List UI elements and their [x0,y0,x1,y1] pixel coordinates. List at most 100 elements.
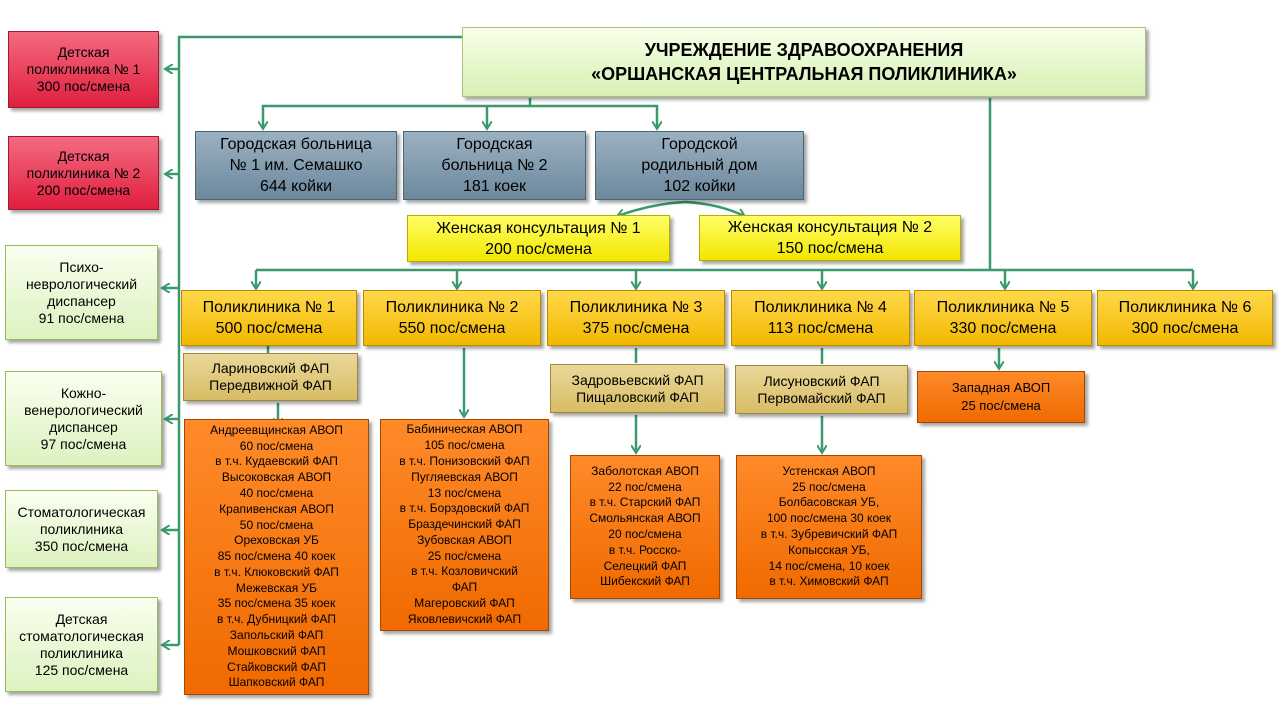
consultation-box-2: Женская консультация № 2 150 пос/смена [699,215,961,261]
consultation-box-1: Женская консультация № 1 200 пос/смена [407,215,670,262]
side-box-line: 350 пос/смена [34,537,129,554]
unit-line: 14 пос/смена, 10 коек [768,558,890,573]
unit-line: в т.ч. Кудаевский ФАП [215,454,338,469]
side-box-line: Детская [57,147,110,164]
polyclinic-box-6: Поликлиника № 6 300 пос/смена [1097,290,1273,346]
unit-line: в т.ч. Старский ФАП [589,495,701,510]
side-box-line: диспансер [47,292,116,309]
hospital-line: Городской [661,136,738,153]
unit-line: Мошковский ФАП [227,643,326,658]
side-box-line: поликлиника № 2 [26,164,141,181]
polyclinic-line: 500 пос/смена [215,320,323,337]
polyclinic-line: 113 пос/смена [767,320,874,337]
unit-line: в т.ч. Зубревичский ФАП [760,527,898,541]
units-box-polyclinic-3: Заболотская АВОП 22 пос/смена в т.ч. Ста… [570,455,720,599]
unit-line: 100 пос/смена 30 коек [766,511,892,526]
unit-line: 22 пос/смена [608,479,682,494]
hospital-line: 644 койки [259,178,333,195]
unit-line: в т.ч. Борздовский ФАП [399,501,530,516]
fap-line: Лариновский ФАП [211,360,330,376]
unit-line: Устенская АВОП [782,463,876,478]
hospital-line: № 1 им. Семашко [229,157,363,174]
unit-line: Яковлевичский ФАП [407,611,522,626]
consultation-line: 200 пос/смена [485,240,592,258]
side-box-line: 200 пос/смена [36,181,131,198]
polyclinic-line: 550 пос/смена [398,320,506,337]
side-box-childrens-dental: Детская стоматологическая поликлиника 12… [5,597,158,692]
header-box: УЧРЕЖДЕНИЕ ЗДРАВООХРАНЕНИЯ «ОРШАНСКАЯ ЦЕ… [462,27,1146,97]
hospital-line: 102 койки [663,178,736,195]
side-box-line: Детская [55,610,108,627]
units-box-polyclinic-2: Бабиническая АВОП 105 пос/смена в т.ч. П… [380,419,549,631]
unit-line: 20 пос/смена [608,527,682,541]
fap-box-polyclinic-4: Лисуновский ФАП Первомайский ФАП [735,365,908,414]
unit-line: Болбасовская УБ, [778,495,880,510]
polyclinic-line: Поликлиника № 2 [385,299,519,316]
polyclinic-line: Поликлиника № 4 [754,299,887,316]
side-box-line: поликлиника [39,520,124,537]
unit-line: Шибекский ФАП [600,574,690,589]
consultation-line: 150 пос/смена [776,240,884,257]
unit-line: в т.ч. Химовский ФАП [769,574,889,589]
hospital-line: родильный дом [641,157,758,174]
unit-line: 13 пос/смена [427,485,502,500]
unit-line: Смольянская АВОП [589,511,701,526]
hospital-box-city-2: Городская больница № 2 181 коек [403,131,586,200]
side-box-line: диспансер [49,418,118,435]
unit-line: Браздечинский ФАП [408,517,521,532]
side-box-line: 97 пос/смена [40,435,127,452]
unit-line: Копысская УБ, [788,542,870,557]
side-box-dermatovenerological: Кожно- венерологический диспансер 97 пос… [5,371,162,466]
side-box-line: Кожно- [60,384,107,401]
side-box-line: 125 пос/смена [34,661,129,678]
fap-line: Первомайский ФАП [757,389,886,406]
connector-hospitals-trunk [263,98,532,128]
unit-line: Шапковский ФАП [228,675,325,690]
unit-line: 35 пос/смена 35 коек [217,596,336,611]
unit-line: в т.ч. Понизовский ФАП [399,453,530,468]
connector-left-trunk [177,35,462,645]
hospital-box-maternity: Городской родильный дом 102 койки [595,131,804,200]
fap-line: Пищаловский ФАП [576,388,699,405]
unit-line: 25 пос/смена [792,479,866,494]
unit-line: 50 пос/смена [239,517,314,532]
polyclinic-line: Поликлиника № 1 [202,299,336,316]
side-box-line: 91 пос/смена [38,309,125,326]
polyclinic-box-3: Поликлиника № 3 375 пос/смена [547,290,725,346]
consultation-line: Женская консультация № 1 [436,219,641,237]
unit-line: Заболотская АВОП [591,463,699,478]
header-line-1: УЧРЕЖДЕНИЕ ЗДРАВООХРАНЕНИЯ [644,40,964,60]
fap-box-polyclinic-1: Лариновский ФАП Передвижной ФАП [183,353,358,401]
unit-line: Высоковская АВОП [221,470,332,485]
polyclinic-box-4: Поликлиника № 4 113 пос/смена [731,290,910,346]
side-box-line: неврологический [25,275,138,292]
polyclinic-line: Поликлиника № 5 [936,299,1070,316]
unit-line: 85 пос/смена 40 коек [217,549,336,564]
polyclinic-box-2: Поликлиника № 2 550 пос/смена [363,290,541,346]
hospital-line: больница № 2 [441,157,548,174]
fap-line: Задровьевский ФАП [571,371,704,388]
side-box-psychoneurological: Психо- неврологический диспансер 91 пос/… [5,245,158,340]
connector-consult-2 [684,200,744,216]
side-box-childrens-polyclinic-1: Детская поликлиника № 1 300 пос/смена [8,31,159,108]
unit-line: Магеровский ФАП [414,596,515,611]
unit-line: Межевская УБ [235,580,318,595]
unit-line: Западная АВОП [951,380,1051,395]
unit-line: ФАП [451,580,478,595]
side-box-dental-polyclinic: Стоматологическая поликлиника 350 пос/см… [5,490,158,568]
connector-hospital-3 [530,104,657,128]
unit-line: в т.ч. Росско- [608,542,682,557]
unit-line: 25 пос/смена [961,398,1041,413]
polyclinic-line: 300 пос/смена [1131,320,1239,337]
unit-line: 25 пос/смена [427,548,502,563]
side-box-line: поликлиника № 1 [26,61,141,77]
side-box-line: венерологический [24,401,143,418]
unit-line: 40 пос/смена [239,485,314,500]
side-box-line: стоматологическая [19,627,144,644]
side-box-line: Стоматологическая [17,503,146,520]
unit-line: Ореховская УБ [234,533,319,548]
fap-line: Передвижной ФАП [209,377,332,393]
unit-line: в т.ч. Козловичский [411,564,518,579]
header-line-2: «ОРШАНСКАЯ ЦЕНТРАЛЬНАЯ ПОЛИКЛИНИКА» [591,64,1017,84]
